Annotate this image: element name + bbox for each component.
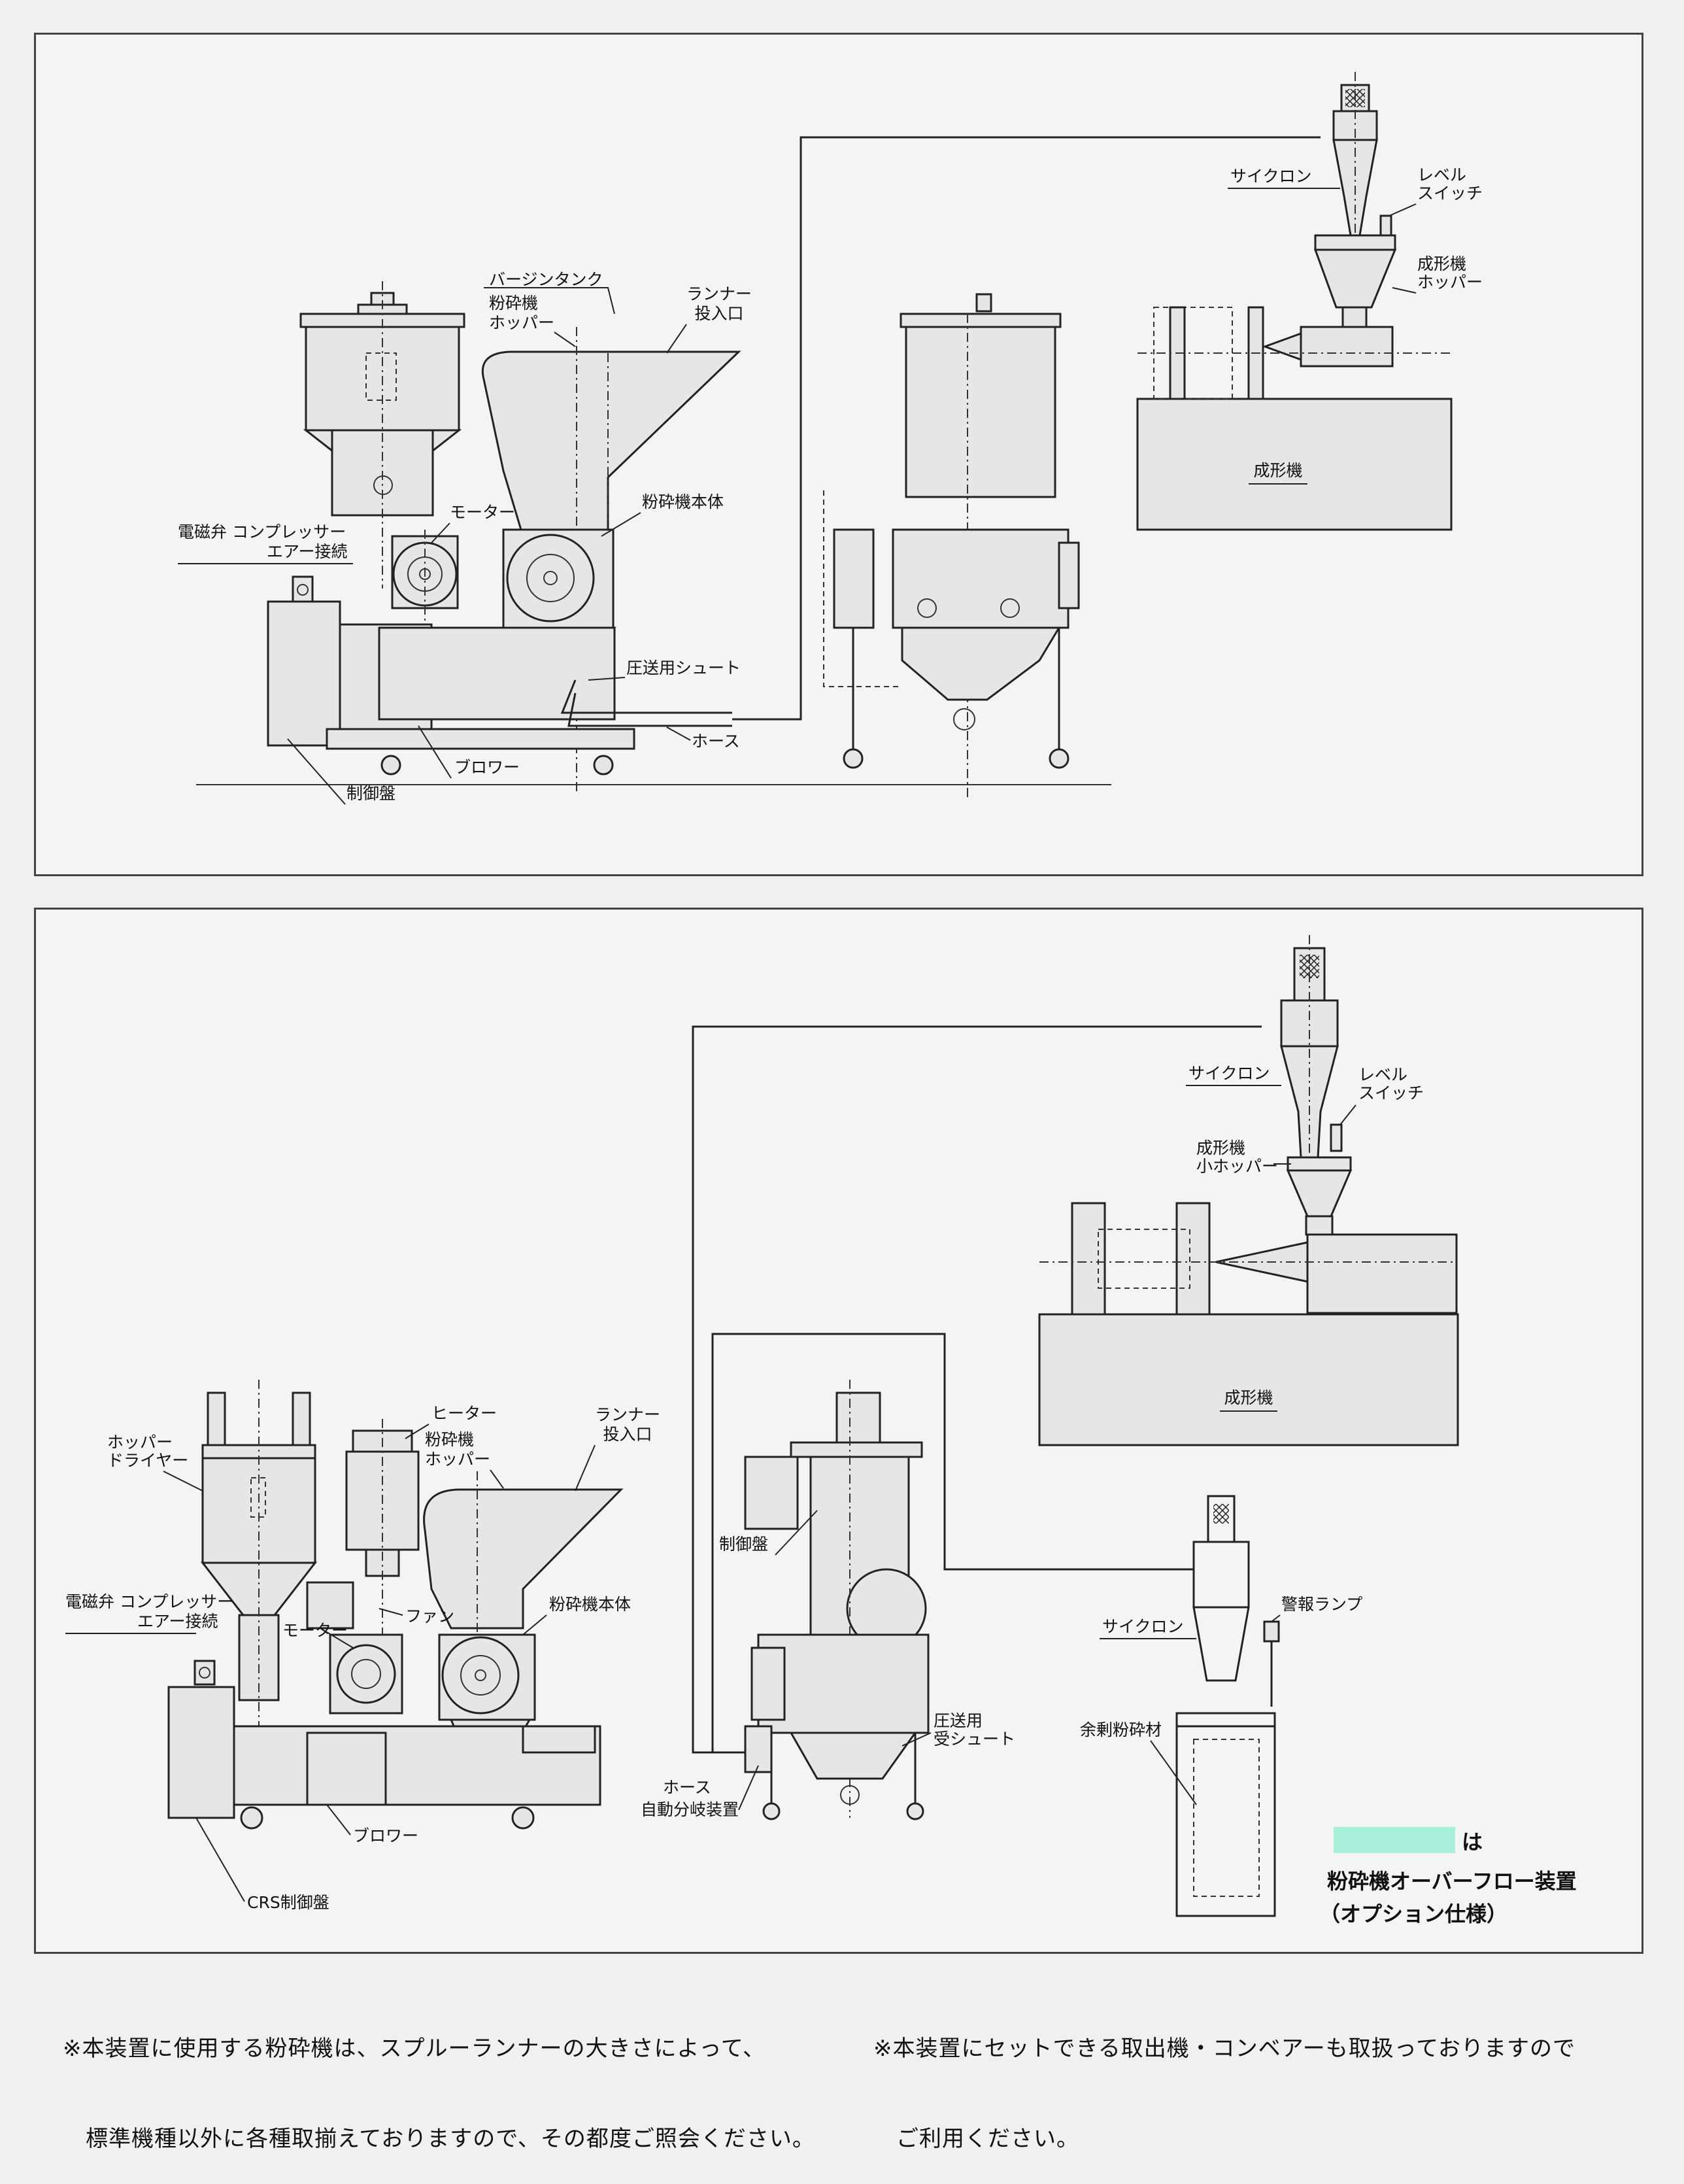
label-runner-inlet-1: ランナー [686, 284, 752, 303]
label-air-connection: エアー接続 [267, 542, 348, 561]
label-auto-diverter: 自動分岐装置 [641, 1800, 739, 1819]
label-bottom-crusher-hopper-1: 粉砕機 [425, 1430, 474, 1449]
legend-swatch [1334, 1827, 1455, 1853]
label-bottom-hose: ホース [663, 1778, 711, 1797]
hopper-dryer [200, 1380, 318, 1726]
label-alarm-lamp: 警報ランプ [1281, 1595, 1362, 1614]
virgin-tank [299, 281, 465, 589]
legend-suffix: は [1462, 1830, 1483, 1854]
option-legend: は 粉砕機オーバーフロー装置 （オプション仕様） [1319, 1827, 1577, 1926]
top-labels: バージンタンク 粉砕機 ホッパー ランナー 投入口 電磁弁 コンプレッサー エア… [178, 165, 1483, 805]
bottom-small-hopper [1286, 1123, 1353, 1236]
label-cyclone: サイクロン [1230, 167, 1312, 186]
bottom-transport-pipe-main [692, 1025, 1262, 1754]
label-crs-panel: CRS制御盤 [247, 1893, 329, 1912]
label-virgin-tank: バージンタンク [489, 270, 603, 289]
label-bottom-motor: モーター [282, 1621, 348, 1640]
label-heater: ヒーター [431, 1404, 497, 1423]
label-solenoid: 電磁弁 コンプレッサー [178, 522, 346, 541]
blower-base [196, 575, 1111, 785]
heater [345, 1419, 420, 1648]
label-hopper-dryer-1: ホッパー [107, 1433, 173, 1452]
bottom-transport-pipe-overflow [711, 1333, 1170, 1752]
label-bottom-level-switch-2: スイッチ [1358, 1083, 1424, 1102]
label-motor: モーター [450, 503, 515, 522]
label-receive-chute-1: 圧送用 [934, 1711, 983, 1730]
bottom-base [167, 1660, 601, 1830]
label-receive-chute-2: 受シュート [934, 1730, 1015, 1749]
label-level-switch-2: スイッチ [1417, 184, 1483, 203]
footnote-right-line1: ※本装置にセットできる取出機・コンベアーも取扱っておりますので [873, 2036, 1576, 2062]
label-surplus-material: 余剰粉砕材 [1080, 1720, 1162, 1739]
top-transport-pipe [732, 136, 1321, 721]
legend-option: （オプション仕様） [1319, 1902, 1507, 1926]
system-diagram: バージンタンク 粉砕機 ホッパー ランナー 投入口 電磁弁 コンプレッサー エア… [65, 72, 1577, 1926]
label-blower: ブロワー [454, 758, 520, 777]
footnote-left-line2: 標準機種以外に各種取揃えておりますので、その都度ご照会ください。 [63, 2126, 815, 2152]
label-molding-machine: 成形機 [1253, 461, 1302, 480]
top-molding-hopper [1313, 214, 1397, 335]
label-hopper-dryer-2: ドライヤー [107, 1451, 188, 1470]
label-bottom-runner-inlet-1: ランナー [595, 1405, 660, 1424]
footnote-right: ※本装置にセットできる取出機・コンベアーも取扱っておりますので ご利用ください。 [873, 1973, 1575, 2184]
top-diagram: バージンタンク 粉砕機 ホッパー ランナー 投入口 電磁弁 コンプレッサー エア… [178, 72, 1483, 805]
label-bottom-air-connection: エアー接続 [137, 1612, 218, 1631]
motor [391, 530, 459, 660]
label-molding-hopper-1: 成形機 [1417, 254, 1466, 273]
label-control-panel: 制御盤 [346, 784, 396, 803]
label-bottom-control-panel: 制御盤 [719, 1535, 768, 1554]
middle-crusher [823, 293, 1080, 798]
label-small-hopper-1: 成形機 [1196, 1138, 1245, 1157]
bottom-labels: ホッパー ドライヤー ヒーター 粉砕機 ホッパー ランナー 投入口 電磁弁 コン… [65, 1064, 1424, 1912]
top-molding-machine [1136, 306, 1453, 531]
label-bottom-crusher-hopper-2: ホッパー [425, 1450, 490, 1469]
label-crusher-body: 粉砕機本体 [642, 492, 724, 511]
bottom-motor [306, 1581, 403, 1715]
footnote-left: ※本装置に使用する粉砕機は、スプルーランナーの大きさによって、 標準機種以外に各… [63, 1973, 815, 2184]
label-small-hopper-2: 小ホッパー [1196, 1157, 1278, 1176]
bottom-cyclone-1 [1280, 935, 1339, 1242]
bottom-middle-crusher [744, 1380, 930, 1820]
label-bottom-molding-machine: 成形機 [1224, 1388, 1273, 1407]
label-fan: ファン [405, 1607, 454, 1626]
overflow-cyclone [1170, 1495, 1280, 1917]
label-hose: ホース [692, 732, 740, 751]
footnote-right-line2: ご利用ください。 [873, 2126, 1079, 2152]
label-molding-hopper-2: ホッパー [1417, 273, 1483, 292]
label-crusher-hopper-1: 粉砕機 [489, 294, 538, 313]
label-level-switch-1: レベル [1417, 165, 1466, 184]
bottom-molding-machine [1038, 1202, 1459, 1446]
label-overflow-cyclone: サイクロン [1102, 1617, 1184, 1636]
label-runner-inlet-2: 投入口 [694, 304, 743, 323]
label-bottom-runner-inlet-2: 投入口 [603, 1425, 652, 1444]
label-bottom-crusher-body: 粉砕機本体 [549, 1595, 631, 1614]
label-pressure-chute: 圧送用シュート [626, 658, 741, 677]
label-bottom-blower: ブロワー [353, 1826, 418, 1845]
legend-title: 粉砕機オーバーフロー装置 [1327, 1869, 1577, 1894]
footnote-left-line1: ※本装置に使用する粉砕機は、スプルーランナーの大きさによって、 [63, 2036, 766, 2062]
bottom-diagram: ホッパー ドライヤー ヒーター 粉砕機 ホッパー ランナー 投入口 電磁弁 コン… [65, 935, 1577, 1926]
label-bottom-solenoid: 電磁弁 コンプレッサー [65, 1592, 233, 1611]
label-bottom-cyclone: サイクロン [1188, 1064, 1270, 1083]
top-cyclone [1332, 72, 1378, 353]
label-crusher-hopper-2: ホッパー [489, 313, 554, 332]
label-bottom-level-switch-1: レベル [1358, 1065, 1407, 1084]
